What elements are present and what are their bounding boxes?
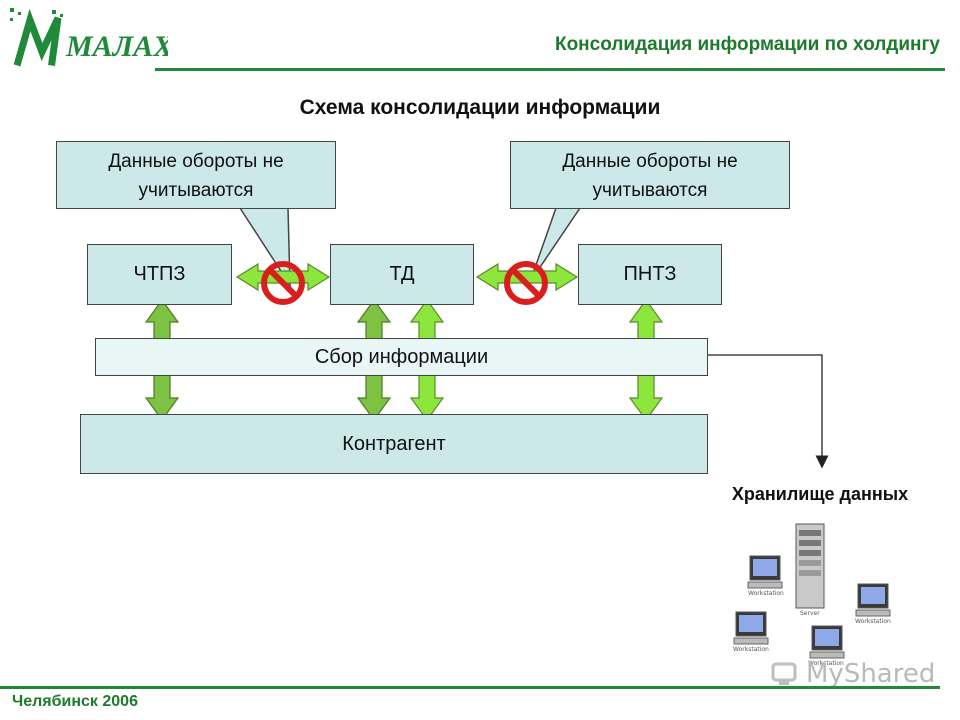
footer-city-year: Челябинск 2006 xyxy=(12,693,138,710)
logo-wordmark: МАЛАХИТ xyxy=(65,30,168,63)
double-arrow-chtpz-td xyxy=(235,262,331,292)
server-label: Server xyxy=(800,610,820,617)
callout-left-line1: Данные обороты не xyxy=(108,151,284,172)
node-pntz: ПНТЗ xyxy=(578,244,722,305)
workstation-icon xyxy=(747,555,783,589)
callout-right-text: Данные обороты не учитываются xyxy=(510,147,790,205)
header-divider xyxy=(155,68,945,71)
callout-left xyxy=(56,141,336,209)
workstation-label: Workstation xyxy=(748,590,784,597)
watermark-logo-icon xyxy=(771,662,797,685)
storage-title: Хранилище данных xyxy=(731,484,909,504)
callout-right-line1: Данные обороты не xyxy=(562,151,738,172)
node-chtpz: ЧТПЗ xyxy=(87,244,232,305)
workstation-label: Workstation xyxy=(733,646,769,653)
connector-to-storage xyxy=(708,354,829,469)
slide-header-title: Консолидация информации по холдингу xyxy=(554,34,940,55)
workstation-label: Workstation xyxy=(855,618,891,625)
workstation-icon xyxy=(855,583,891,617)
prohibit-sign-left xyxy=(261,261,305,305)
callout-right xyxy=(510,141,790,209)
watermark: MyShared xyxy=(806,659,936,689)
workstation-icon xyxy=(733,611,769,645)
workstation-icon xyxy=(809,625,845,659)
diagram-title: Схема консолидации информации xyxy=(299,96,661,119)
callout-left-text: Данные обороты не учитываются xyxy=(56,147,336,205)
callout-right-line2: учитываются xyxy=(592,180,708,201)
double-arrow-td-pntz xyxy=(475,262,579,292)
server-icon xyxy=(795,523,825,609)
network-illustration xyxy=(733,523,891,659)
malakhit-logo: МАЛАХИТ xyxy=(10,8,168,67)
node-collection: Сбор информации xyxy=(95,338,708,376)
callout-left-line2: учитываются xyxy=(138,180,254,201)
node-counterparty: Контрагент xyxy=(80,414,708,474)
workstation-label: Workstation xyxy=(808,660,844,667)
node-td: ТД xyxy=(330,244,474,305)
prohibit-sign-right xyxy=(504,261,548,305)
footer-divider xyxy=(0,686,940,689)
